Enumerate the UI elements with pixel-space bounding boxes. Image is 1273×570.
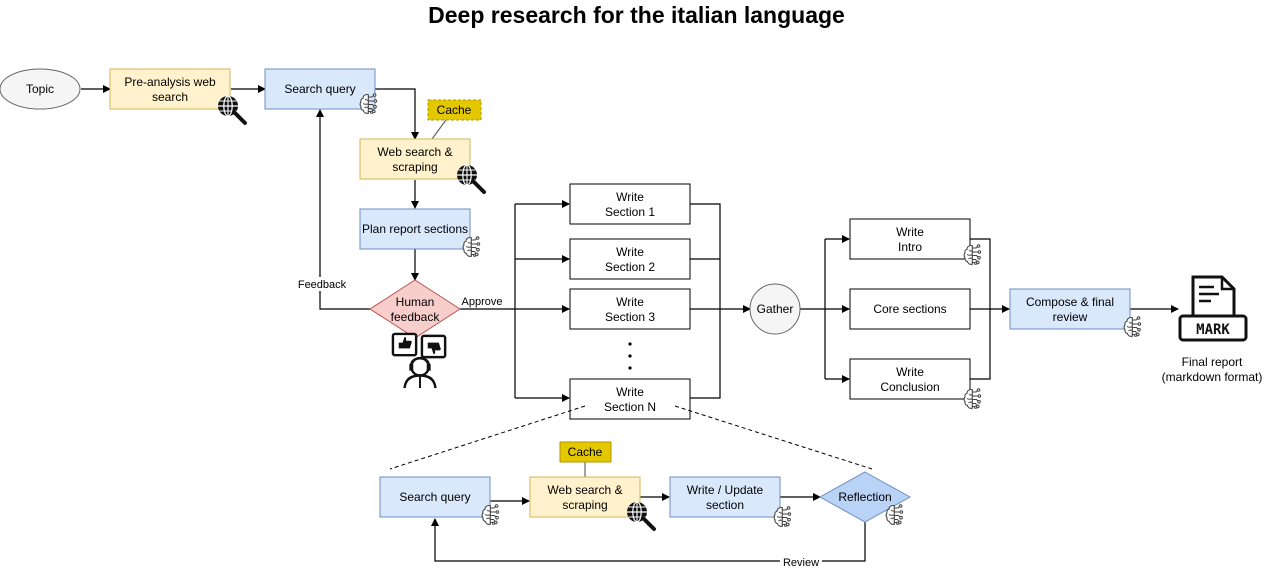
globe-magnifier-icon [455,163,486,194]
svg-text:Web search &: Web search & [547,483,622,497]
globe-magnifier-icon [625,500,656,531]
svg-text:Search query: Search query [399,490,470,504]
cache-bottom-node: Cache [559,441,612,463]
write-update-node: Write / Update section [669,476,792,527]
svg-text:Search query: Search query [284,82,355,96]
svg-text:Final report: Final report [1182,355,1243,369]
web-search-bottom-node: Web search & scraping [529,476,656,531]
svg-text:review: review [1053,310,1088,324]
svg-text:Section 2: Section 2 [605,260,655,274]
edge-cache-link-top [431,119,447,140]
edge-label-approve: Approve [462,296,503,308]
search-query-top-node: Search query [264,68,378,114]
write-section-n-node: Write Section N [569,378,691,420]
svg-text:Write: Write [616,295,644,309]
svg-text:section: section [706,498,744,512]
final-report-node: MARK Final report (markdown format) [1162,275,1263,384]
svg-text:Core sections: Core sections [873,302,946,316]
edges-bottom: Review [431,462,866,569]
human-feedback-node: Human feedback [369,279,461,390]
svg-text:Write: Write [896,365,924,379]
human-feedback-icon [391,332,447,390]
pre-analysis-node: Pre-analysis web search [109,68,247,125]
cache-top-node: Cache [427,99,482,121]
svg-text:Write: Write [616,190,644,204]
markdown-file-icon: MARK [1178,275,1248,342]
svg-text:Write: Write [616,385,644,399]
svg-text:Topic: Topic [26,82,54,96]
svg-text:Gather: Gather [757,302,794,316]
svg-text:Reflection: Reflection [838,490,891,504]
svg-text:Write / Update: Write / Update [687,483,764,497]
write-conclusion-node: Write Conclusion [849,358,982,409]
svg-text:scraping: scraping [562,498,607,512]
globe-magnifier-icon [216,94,247,125]
topic-node: Topic [0,68,81,110]
web-search-top-node: Web search & scraping [359,138,486,194]
svg-text:Section 3: Section 3 [605,310,655,324]
edge-feedback-loop [316,109,371,310]
expand-line-left [389,405,586,470]
svg-text:(markdown format): (markdown format) [1162,370,1263,384]
svg-text:Cache: Cache [437,103,472,117]
svg-text:Human: Human [396,295,435,309]
reflection-node: Reflection [818,471,912,525]
core-sections-node: Core sections [849,288,971,330]
svg-text:Section N: Section N [604,400,656,414]
gather-node: Gather [749,283,801,335]
write-section-3-node: Write Section 3 [569,288,691,330]
write-section-1-node: Write Section 1 [569,183,691,225]
edge-searchquery-websearch [375,88,419,140]
svg-text:scraping: scraping [392,160,437,174]
svg-text:MARK: MARK [1196,322,1230,338]
svg-text:Conclusion: Conclusion [880,380,939,394]
svg-text:Compose & final: Compose & final [1026,295,1114,309]
edge-review-loop [431,518,866,562]
svg-text:Pre-analysis web: Pre-analysis web [124,75,216,89]
write-section-2-node: Write Section 2 [569,238,691,280]
edges-top: Feedback Approve [81,85,1179,402]
edge-label-review: Review [783,557,819,569]
svg-text:Cache: Cache [568,445,603,459]
write-intro-node: Write Intro [849,218,982,265]
search-query-bottom-node: Search query [379,476,500,525]
ellipsis-dots [628,342,632,370]
svg-text:feedback: feedback [391,310,441,324]
edge-label-feedback: Feedback [298,279,347,291]
svg-text:Web search &: Web search & [377,145,452,159]
plan-sections-node: Plan report sections [359,208,481,257]
svg-text:Section 1: Section 1 [605,205,655,219]
compose-review-node: Compose & final review [1009,288,1142,337]
svg-text:Intro: Intro [898,240,922,254]
svg-text:search: search [152,90,188,104]
diagram-title: Deep research for the italian language [428,2,845,28]
svg-text:Plan report sections: Plan report sections [362,222,468,236]
expand-line-right [674,405,873,470]
svg-text:Write: Write [896,225,924,239]
svg-text:Write: Write [616,245,644,259]
